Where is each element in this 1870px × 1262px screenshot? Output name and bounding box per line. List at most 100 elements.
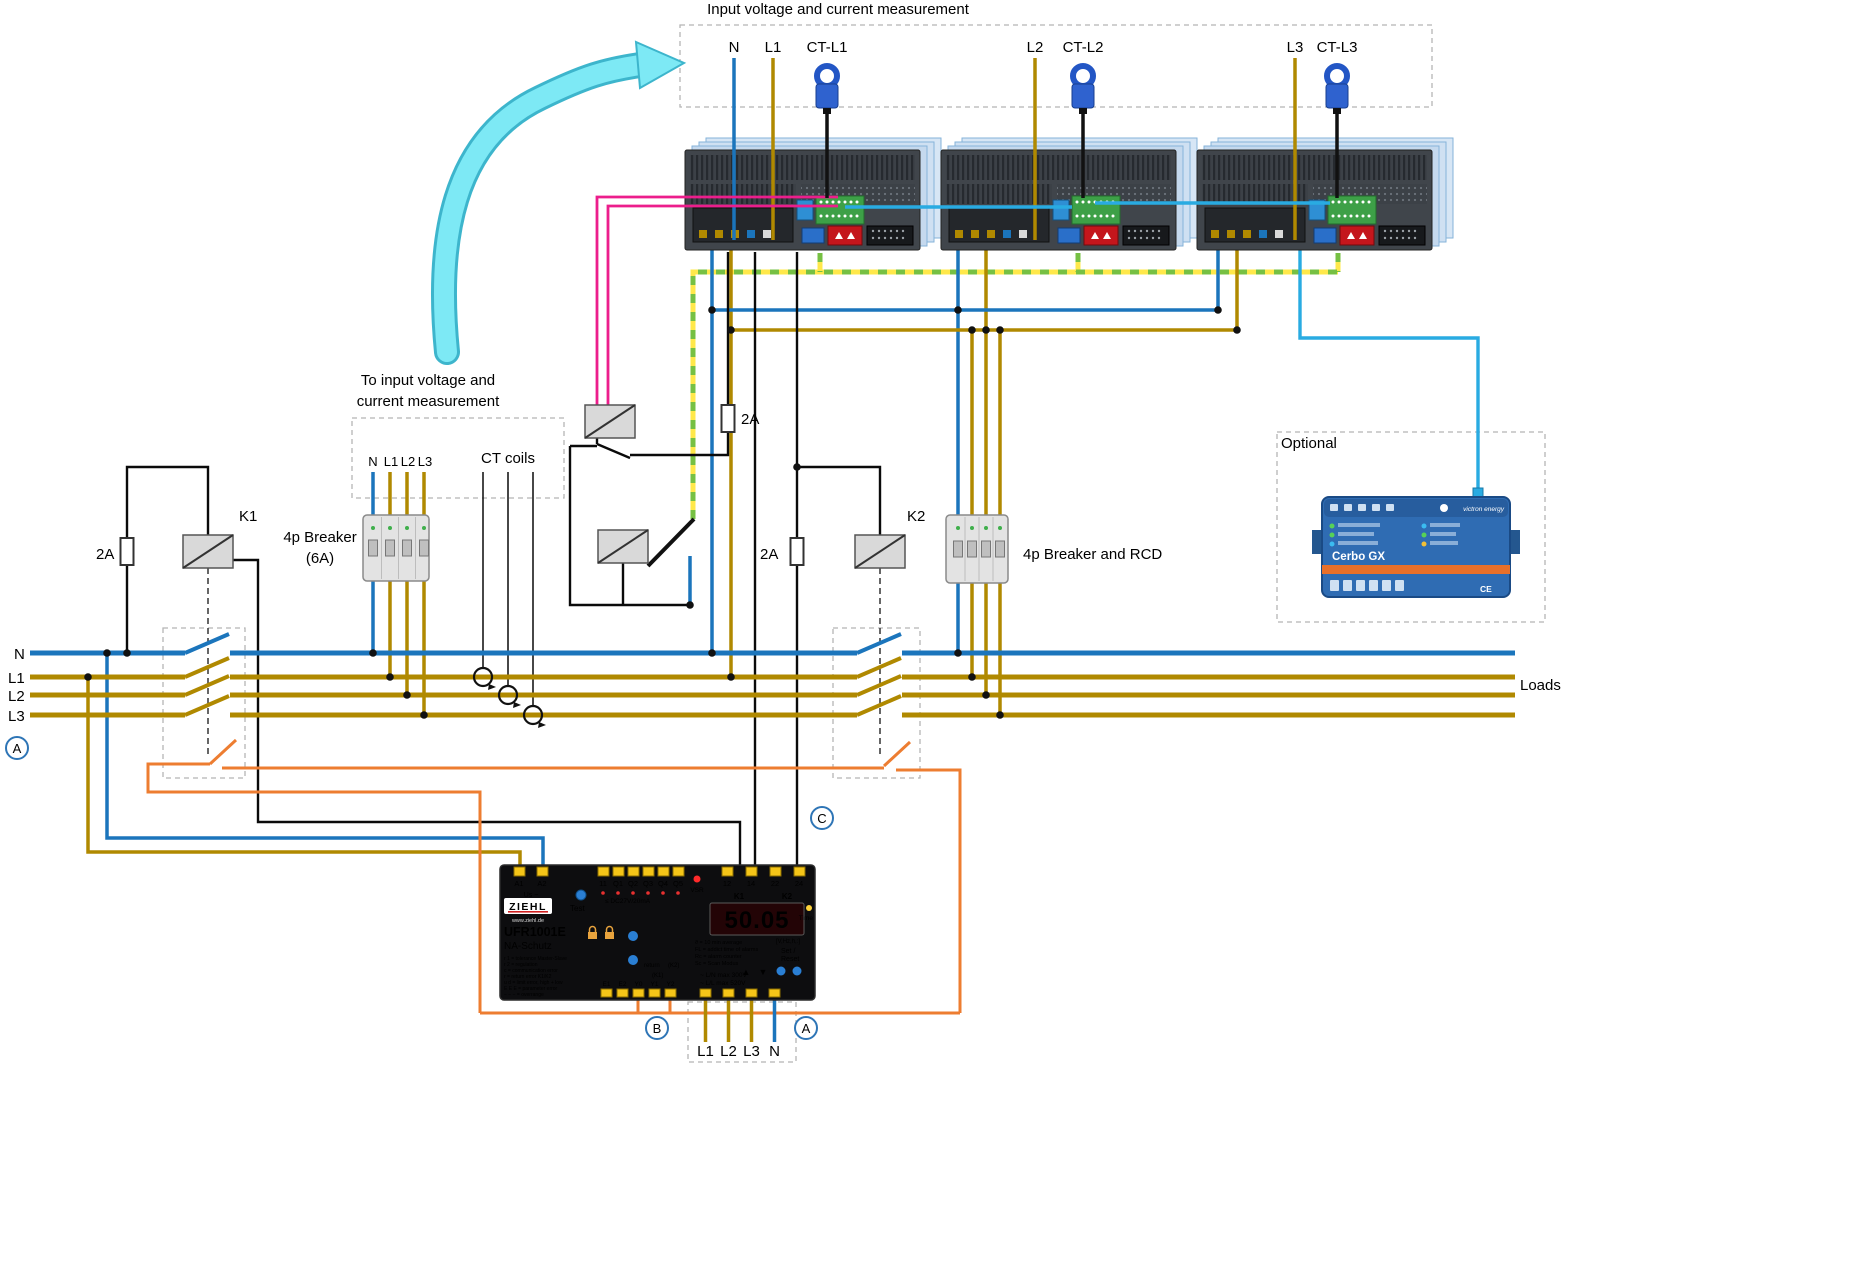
svg-text:A: A xyxy=(802,1021,811,1036)
transfer-lever xyxy=(646,517,696,568)
junction-dots xyxy=(84,306,1241,719)
ufr-terminals-bottom-labels: E1 E2 Y0 Y1 Y2 xyxy=(603,981,675,988)
config-button-1 xyxy=(628,931,638,941)
terminal-q2: Q2 xyxy=(628,879,638,888)
terminal-e2: E2 xyxy=(619,981,627,988)
svg-text:r 2 = regulation: r 2 = regulation xyxy=(504,962,538,968)
label-k2: K2 xyxy=(907,508,925,525)
label-meas-n: N xyxy=(368,454,377,469)
inverter-1 xyxy=(684,137,942,251)
wire-pink-2 xyxy=(606,204,838,405)
cerbo-orange-stripe xyxy=(1322,565,1510,574)
ufr-web: www.ziehl.de xyxy=(511,918,544,924)
time-led xyxy=(806,905,812,911)
wire-mid-switch xyxy=(595,438,631,460)
reset-button xyxy=(792,966,802,976)
label-meas-l3: L3 xyxy=(418,454,432,469)
label-top-l1: L1 xyxy=(765,39,782,56)
breaker-6a xyxy=(362,514,430,582)
terminal-11: 11 xyxy=(599,879,607,888)
wire-k1-to-ufr xyxy=(233,558,742,874)
ufr-type: NA-Schutz xyxy=(504,941,552,952)
label-k1: K1 xyxy=(239,508,257,525)
wire-k1-coil xyxy=(125,465,210,653)
return-label: return xyxy=(644,963,660,969)
k2-ref-label: (K2) xyxy=(668,963,679,969)
terminal-q1: Q1 xyxy=(613,879,623,888)
svg-text:u d = limit error, high + low: u d = limit error, high + low xyxy=(504,980,563,986)
terminal-24: 24 xyxy=(795,879,803,888)
label-ct-l3: CT-L3 xyxy=(1317,39,1358,56)
ziehl-logo-underline xyxy=(508,911,548,913)
terminal-14: 14 xyxy=(747,879,755,888)
ufr-k1-label: K1 xyxy=(734,892,745,901)
reset-label: Reset xyxy=(781,956,799,963)
arrow-head xyxy=(634,40,687,90)
wire-ct-leads xyxy=(482,472,534,706)
k1-contact-box xyxy=(162,627,246,779)
terminal-a2: A2 xyxy=(537,879,546,888)
label-breaker-rcd: 4p Breaker and RCD xyxy=(1023,546,1162,563)
fuse-k1 xyxy=(119,537,135,566)
label-wire-l2: L2 xyxy=(720,1043,737,1060)
wire-mid-frame xyxy=(568,444,690,607)
svg-text:E E E = parameter error: E E E = parameter error xyxy=(504,986,558,992)
seven-seg-display xyxy=(709,902,805,936)
wire-ufr-bottom-l xyxy=(703,995,754,1042)
k1-aux-contact xyxy=(208,738,248,770)
svg-text:r = return error K1/K2: r = return error K1/K2 xyxy=(504,974,552,980)
label-wire-l1: L1 xyxy=(697,1043,714,1060)
label-breaker-6a-2: (6A) xyxy=(306,550,334,567)
comm-bus xyxy=(690,253,1341,519)
optional-box xyxy=(1276,431,1546,623)
terminal-q4: Q4 xyxy=(658,879,668,888)
terminal-e1: E1 xyxy=(603,981,611,988)
set-label: Set / xyxy=(781,948,795,955)
label-bus-l1: L1 xyxy=(8,670,25,687)
marker-a-bottom: A xyxy=(794,1016,818,1040)
breaker-rcd xyxy=(945,514,1009,584)
label-meas-l2: L2 xyxy=(401,454,415,469)
victron-logo-icon xyxy=(1440,504,1448,512)
ll-max-label: ~ L/L max 520V xyxy=(700,980,746,987)
test-label: Test xyxy=(570,904,585,913)
label-bus-n: N xyxy=(14,646,25,663)
top-measurement-box xyxy=(679,24,1433,108)
label-top-n: N xyxy=(729,39,740,56)
relay-detect-b xyxy=(597,529,649,564)
k2-contact-box xyxy=(832,627,921,779)
frequency-readout: 50.05 xyxy=(724,907,789,934)
label-ct-coils: CT coils xyxy=(481,450,535,467)
wires xyxy=(86,243,1480,1042)
contact-blades xyxy=(184,632,902,717)
k2-aux-contact xyxy=(882,740,922,772)
set-button xyxy=(776,966,786,976)
fuse-mid xyxy=(720,404,736,433)
inverter-2 xyxy=(940,137,1198,251)
ziehl-logo: ZIEHL xyxy=(509,901,547,913)
wire-aux-loop xyxy=(146,762,962,1015)
ufr-dc-label: ≤ DC27V/20mA xyxy=(605,898,651,905)
arrow-to-measurement xyxy=(430,40,687,365)
labels: Input voltage and current measurement N … xyxy=(8,1,1561,1060)
to-measurement-line1: To input voltage and xyxy=(361,372,495,389)
terminal-q3: Q3 xyxy=(643,879,653,888)
victron-brand: victron energy xyxy=(1463,506,1505,513)
marker-b: B xyxy=(645,1016,669,1040)
fuse-k2 xyxy=(789,537,805,566)
cerbo-gx: victron energy Cerbo GX CE xyxy=(1312,487,1520,598)
label-top-l2: L2 xyxy=(1027,39,1044,56)
ufr-k2-label: K2 xyxy=(782,892,793,901)
svg-text:B: B xyxy=(653,1021,662,1036)
ce-mark: CE xyxy=(1480,584,1492,594)
svg-text:c = communication error: c = communication error xyxy=(504,968,558,974)
label-wire-n: N xyxy=(769,1043,780,1060)
label-loads: Loads xyxy=(1520,677,1561,694)
ct-clamp-l3-icon xyxy=(1326,66,1348,114)
label-breaker-6a-1: 4p Breaker xyxy=(283,529,356,546)
label-fuse-k1: 2A xyxy=(96,546,114,563)
terminal-a1: A1 xyxy=(514,879,523,888)
terminal-y0: Y0 xyxy=(635,981,643,988)
label-bus-l2: L2 xyxy=(8,688,25,705)
k1-ref-label: (K1) xyxy=(652,973,663,979)
